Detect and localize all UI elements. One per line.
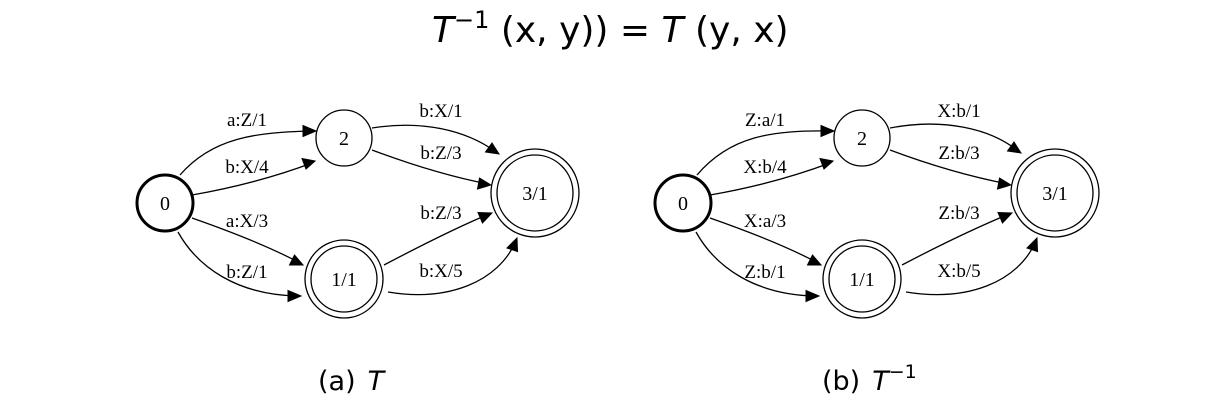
edge-label: a:Z/1 — [227, 110, 267, 131]
arrowhead — [301, 157, 317, 170]
edge-b-1-3-1 — [901, 213, 1010, 266]
state-label: 0 — [678, 193, 688, 215]
arrowhead — [477, 211, 494, 224]
edge-label: X:b/1 — [937, 101, 980, 122]
state-label: 2 — [857, 128, 867, 150]
edge-b-0-1-1 — [709, 217, 819, 264]
edge-a-1-3-1 — [383, 213, 490, 266]
edge-label: b:Z/1 — [226, 262, 267, 283]
edge-label: a:X/3 — [226, 211, 268, 232]
edge-a-0-1-1 — [191, 217, 301, 264]
formula-rhs-t: T — [662, 10, 687, 51]
arrowhead — [302, 124, 318, 138]
diagram-b: 0 2 1/1 3/1 Z:a/1 X:b/4 X:a/3 Z:b/1 X:b/… — [653, 101, 1100, 397]
edge-a-0-2-1 — [179, 130, 315, 176]
edge-label: X:b/4 — [743, 157, 787, 178]
arrowhead — [484, 142, 501, 155]
arrowhead — [805, 289, 821, 303]
edge-label: b:X/1 — [419, 101, 462, 122]
edge-b-0-2-2 — [709, 162, 831, 196]
edge-label: Z:b/3 — [938, 203, 979, 224]
arrowhead — [288, 254, 305, 266]
state-label: 1/1 — [331, 269, 357, 291]
edge-label: Z:b/3 — [938, 143, 979, 164]
edge-label: b:Z/3 — [420, 203, 461, 224]
formula-lhs-t: T — [432, 10, 457, 51]
arrowhead — [820, 124, 836, 138]
edge-label: b:Z/3 — [420, 143, 461, 164]
arrowhead — [819, 157, 835, 170]
edge-b-2-3-1 — [889, 123, 1019, 152]
caption-t: T — [872, 366, 891, 397]
final-state-node-inner — [828, 245, 896, 313]
edge-a-1-3-2 — [387, 240, 517, 296]
caption-prefix: (b) — [822, 366, 860, 397]
final-state-node-inner — [310, 245, 378, 313]
diagram-a: 0 2 1/1 3/1 a:Z/1 b:X/4 a:X/3 b:Z/1 b:X/… — [135, 101, 580, 397]
formula-lhs-sup: −1 — [454, 6, 489, 34]
arrowhead — [1006, 141, 1023, 154]
edge-label: X:a/3 — [744, 211, 786, 232]
state-node — [135, 173, 195, 233]
edge-label: Z:b/1 — [744, 262, 785, 283]
edge-label: Z:a/1 — [745, 110, 785, 131]
caption-prefix: (a) — [318, 366, 356, 397]
state-label: 3/1 — [1042, 183, 1068, 205]
caption-a: (a) T — [318, 366, 387, 397]
edge-label: b:X/5 — [419, 261, 462, 282]
state-label: 3/1 — [522, 183, 548, 205]
arrowhead — [806, 254, 823, 266]
edge-b-0-1-2 — [695, 231, 817, 297]
state-label: 2 — [339, 128, 349, 150]
arrowhead — [996, 177, 1013, 190]
edge-a-2-3-2 — [371, 149, 489, 185]
edge-a-0-2-2 — [191, 162, 313, 196]
state-label: 1/1 — [849, 269, 875, 291]
formula-lhs-args: (x, y)) — [489, 10, 608, 51]
formula-rhs-args: (y, x) — [684, 10, 789, 51]
edge-label: X:b/5 — [937, 261, 980, 282]
arrowhead — [287, 289, 303, 303]
edge-a-2-3-1 — [371, 124, 497, 153]
state-node — [315, 109, 373, 167]
formula-title: T−1 (x, y)) = T (y, x) — [432, 6, 789, 51]
state-label: 0 — [160, 193, 170, 215]
caption-t: T — [368, 366, 387, 397]
arrowhead — [997, 211, 1014, 224]
state-node — [833, 109, 891, 167]
arrowhead — [1026, 236, 1039, 253]
edge-b-1-3-2 — [905, 240, 1037, 296]
edge-b-0-2-1 — [696, 130, 833, 176]
edge-b-2-3-2 — [889, 149, 1009, 185]
final-state-node-inner — [1016, 154, 1094, 232]
caption-b: (b) T−1 — [822, 361, 917, 397]
arrowhead — [506, 236, 519, 253]
caption-sup: −1 — [889, 361, 917, 383]
arrowhead — [476, 177, 493, 190]
final-state-node-inner — [496, 154, 574, 232]
formula-equals: = — [608, 10, 661, 51]
edge-a-1-b — [177, 231, 299, 297]
edge-label: b:X/4 — [225, 157, 269, 178]
state-node — [653, 173, 713, 233]
